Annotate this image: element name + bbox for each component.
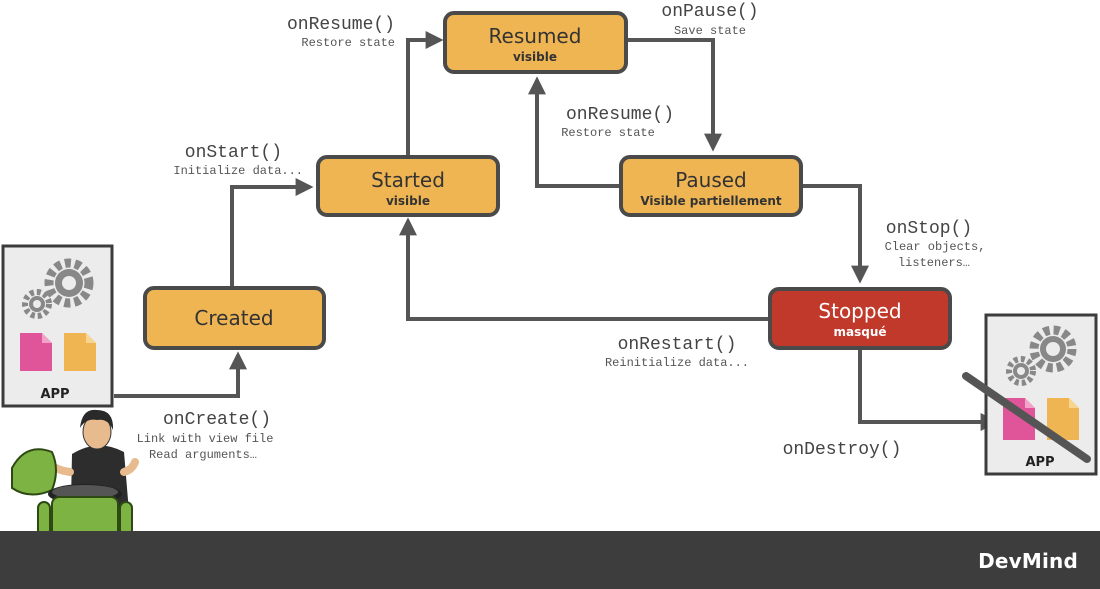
arrow-destroy — [858, 349, 999, 431]
state-started-subtitle: visible — [386, 194, 430, 208]
state-started-title: Started — [371, 168, 445, 192]
on-destroy-method: onDestroy() — [783, 440, 902, 460]
on-pause-note: Save state — [674, 24, 746, 38]
state-stopped-title: Stopped — [818, 299, 901, 323]
on-resume-mid-note: Restore state — [561, 126, 655, 140]
arrow-stop — [801, 184, 869, 284]
on-restart-note: Reinitialize data... — [605, 356, 749, 370]
state-resumed: Resumed visible — [443, 11, 628, 74]
arrow-resume-top — [406, 31, 444, 155]
label-on-restart: onRestart() Reinitialize data... — [605, 335, 749, 370]
label-on-start: onStart() Initialize data... — [173, 143, 303, 178]
state-paused-title: Paused — [675, 168, 747, 192]
state-created: Created — [143, 286, 326, 350]
label-on-destroy: onDestroy() — [783, 440, 902, 460]
brand-logo: DevMind — [978, 549, 1078, 573]
on-pause-method: onPause() — [661, 2, 758, 22]
on-stop-note-1: Clear objects, — [885, 240, 986, 254]
state-resumed-title: Resumed — [489, 24, 582, 48]
on-start-note: Initialize data... — [173, 164, 303, 178]
transition-arrows — [114, 31, 999, 431]
app-card-right: APP — [962, 313, 1098, 476]
gear-icon-right — [1006, 325, 1077, 386]
state-stopped: Stopped masqué — [768, 287, 952, 350]
label-on-resume-top: onResume() Restore state — [287, 15, 395, 50]
app-label-left: APP — [40, 387, 69, 402]
app-card-left: APP — [1, 244, 114, 408]
label-on-stop: onStop() Clear objects, listeners… — [885, 219, 986, 270]
on-resume-top-note: Restore state — [301, 36, 395, 50]
on-start-method: onStart() — [185, 143, 282, 163]
file-icon-yellow-right — [1047, 398, 1079, 440]
app-label-right: APP — [1025, 455, 1054, 470]
state-stopped-subtitle: masqué — [833, 325, 886, 339]
label-on-pause: onPause() Save state — [661, 2, 758, 38]
arrow-restart — [399, 217, 770, 321]
footer-bar: DevMind — [0, 531, 1100, 589]
on-resume-mid-method: onResume() — [566, 105, 674, 125]
label-on-resume-mid: onResume() Restore state — [561, 105, 674, 140]
strike-through-icon — [962, 372, 1091, 463]
on-restart-method: onRestart() — [618, 335, 737, 355]
file-icon-pink — [20, 333, 52, 371]
on-create-note-2: Read arguments… — [149, 448, 257, 462]
file-icon-yellow — [64, 333, 96, 371]
state-created-title: Created — [194, 306, 273, 330]
arrow-start — [230, 178, 314, 288]
arrow-resume-mid — [528, 76, 620, 188]
on-resume-top-method: onResume() — [287, 15, 395, 35]
on-stop-note-2: listeners… — [898, 256, 970, 270]
arrow-pause — [627, 38, 722, 152]
state-started: Started visible — [316, 155, 500, 217]
on-create-note-1: Link with view file — [137, 432, 274, 446]
state-paused-subtitle: Visible partiellement — [640, 194, 782, 208]
state-resumed-subtitle: visible — [513, 50, 557, 64]
on-stop-method: onStop() — [886, 219, 972, 239]
label-on-create: onCreate() Link with view file Read argu… — [137, 410, 274, 462]
gear-icon — [22, 258, 94, 319]
state-paused: Paused Visible partiellement — [619, 155, 803, 217]
arrow-create — [114, 351, 247, 398]
on-create-method: onCreate() — [163, 410, 271, 430]
